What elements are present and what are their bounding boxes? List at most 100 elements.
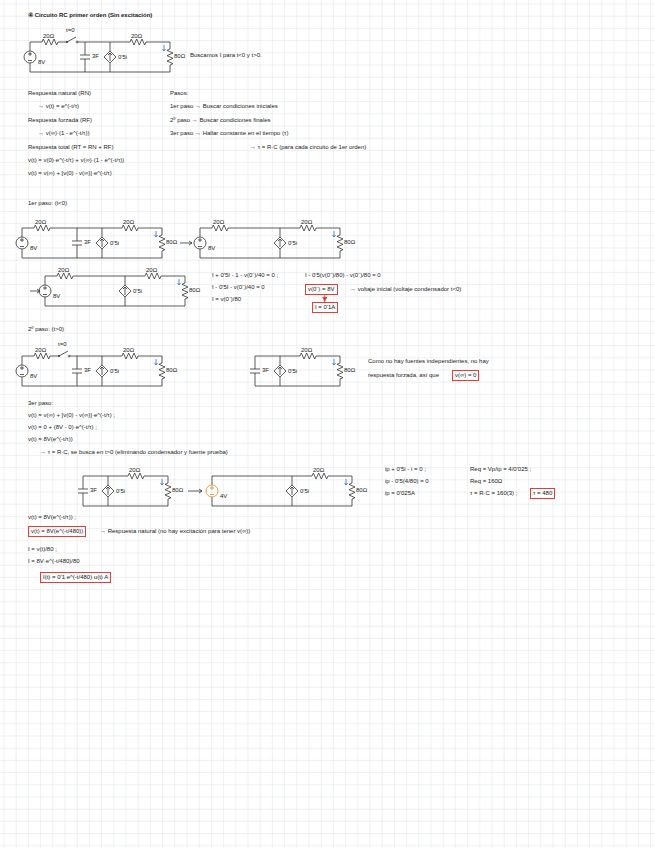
note-text: 8V — [208, 245, 215, 252]
grid-line — [0, 260, 655, 261]
resistor-symbol — [349, 483, 355, 499]
connector-arrow — [324, 295, 325, 302]
note-text: I = v(t)/80 ; — [28, 546, 57, 553]
grid-line — [0, 736, 655, 737]
wire — [185, 299, 186, 306]
wire — [77, 245, 78, 258]
switch-symbol — [67, 37, 76, 42]
note-text: → τ = R·C (para cada circuito de 1er ord… — [250, 144, 366, 151]
wire — [77, 373, 78, 386]
wire — [77, 356, 78, 369]
resistor-symbol — [300, 225, 316, 231]
grid-line — [138, 0, 139, 848]
source-arrow — [102, 367, 103, 375]
note-text: 3F — [84, 239, 91, 246]
wire — [125, 276, 126, 285]
note-text: 8V — [53, 293, 60, 300]
wire — [162, 251, 163, 258]
grid-line — [0, 833, 655, 834]
wire — [50, 228, 122, 229]
note-text: Pasos: — [170, 90, 188, 97]
note-text: Req = 160Ω — [470, 478, 502, 485]
wire — [280, 228, 281, 237]
grid-line — [187, 0, 188, 848]
wire — [102, 377, 103, 386]
wire — [212, 506, 352, 507]
wire — [162, 356, 163, 363]
note-text: 8V — [30, 245, 37, 252]
grid-line — [0, 40, 655, 41]
grid-line — [345, 0, 346, 848]
wire — [22, 228, 23, 237]
wire — [161, 276, 185, 277]
grid-line — [0, 784, 655, 785]
grid-line — [455, 0, 456, 848]
source-arrow — [110, 53, 111, 61]
result-box: τ = 480 — [530, 488, 555, 499]
grid-line — [0, 370, 655, 371]
wire — [255, 356, 256, 369]
current-arrow — [156, 231, 157, 237]
grid-line — [0, 199, 655, 200]
grid-line — [565, 0, 566, 848]
note-text: → voltaje inicial (voltaje condensador t… — [350, 286, 461, 293]
note-text: 80Ω — [344, 239, 355, 246]
wire — [83, 476, 128, 477]
note-text: 2º paso: (t>0) — [28, 326, 64, 333]
wire — [77, 228, 78, 241]
note-text: → v(t) = e^(-t/τ) — [38, 103, 79, 110]
current-arrow — [162, 479, 163, 485]
grid-line — [0, 248, 655, 249]
arrow-line — [188, 491, 202, 492]
note-text: 3er paso → Hallar constante en el tiempo… — [170, 130, 288, 137]
grid-line — [516, 0, 517, 848]
note-text: Req = Vp/ip = 4/0'025 ; — [470, 466, 531, 473]
dependent-source — [274, 365, 286, 377]
grid-line — [333, 0, 334, 848]
grid-line — [0, 528, 655, 529]
source-arrow — [102, 239, 103, 247]
source-arrow — [280, 367, 281, 375]
current-arrow — [161, 483, 164, 485]
note-text: 1er paso → Buscar condiciones iniciales — [170, 103, 278, 110]
circuit-diagram — [78, 473, 171, 506]
grid-line — [284, 0, 285, 848]
wire — [255, 356, 300, 357]
note-text: Como no hay fuentes independientes, no h… — [368, 358, 489, 365]
wire — [168, 499, 169, 506]
note-text: ip + 0'5i - i = 0 ; — [385, 466, 426, 473]
note-text: 4V — [220, 493, 227, 500]
note-text: 0'5i — [116, 488, 125, 495]
grid-line — [174, 0, 175, 848]
grid-line — [504, 0, 505, 848]
result-box: v(t) = 8V(e^(-t/480)) — [28, 526, 86, 537]
wire — [200, 228, 212, 229]
source-arrow — [290, 487, 294, 489]
switch-contact — [66, 41, 68, 43]
grid-line — [370, 0, 371, 848]
grid-line — [0, 711, 655, 712]
wire — [352, 476, 353, 483]
resistor-symbol — [159, 235, 165, 251]
polarity-mark — [210, 494, 214, 495]
grid-line — [16, 0, 17, 848]
voltage-source — [16, 237, 28, 249]
note-text: → v(∞)·(1 - e^(-t/τ)) — [38, 130, 89, 137]
wire — [45, 297, 46, 306]
grid-line — [126, 0, 127, 848]
result-text: τ = 480 — [533, 490, 552, 496]
grid-line — [199, 0, 200, 848]
note-text: 20Ω — [58, 267, 69, 274]
grid-line — [0, 540, 655, 541]
grid-line — [0, 113, 655, 114]
wire — [162, 228, 163, 235]
grid-line — [0, 333, 655, 334]
note-text: 80Ω — [166, 239, 177, 246]
note-text: I - 0'5I - v(0⁻)/40 = 0 — [212, 284, 265, 291]
grid-line — [162, 0, 163, 848]
wire — [340, 356, 341, 363]
source-arrow — [292, 487, 293, 495]
result-box: I = 0'1A — [312, 302, 338, 313]
wire — [30, 72, 170, 73]
